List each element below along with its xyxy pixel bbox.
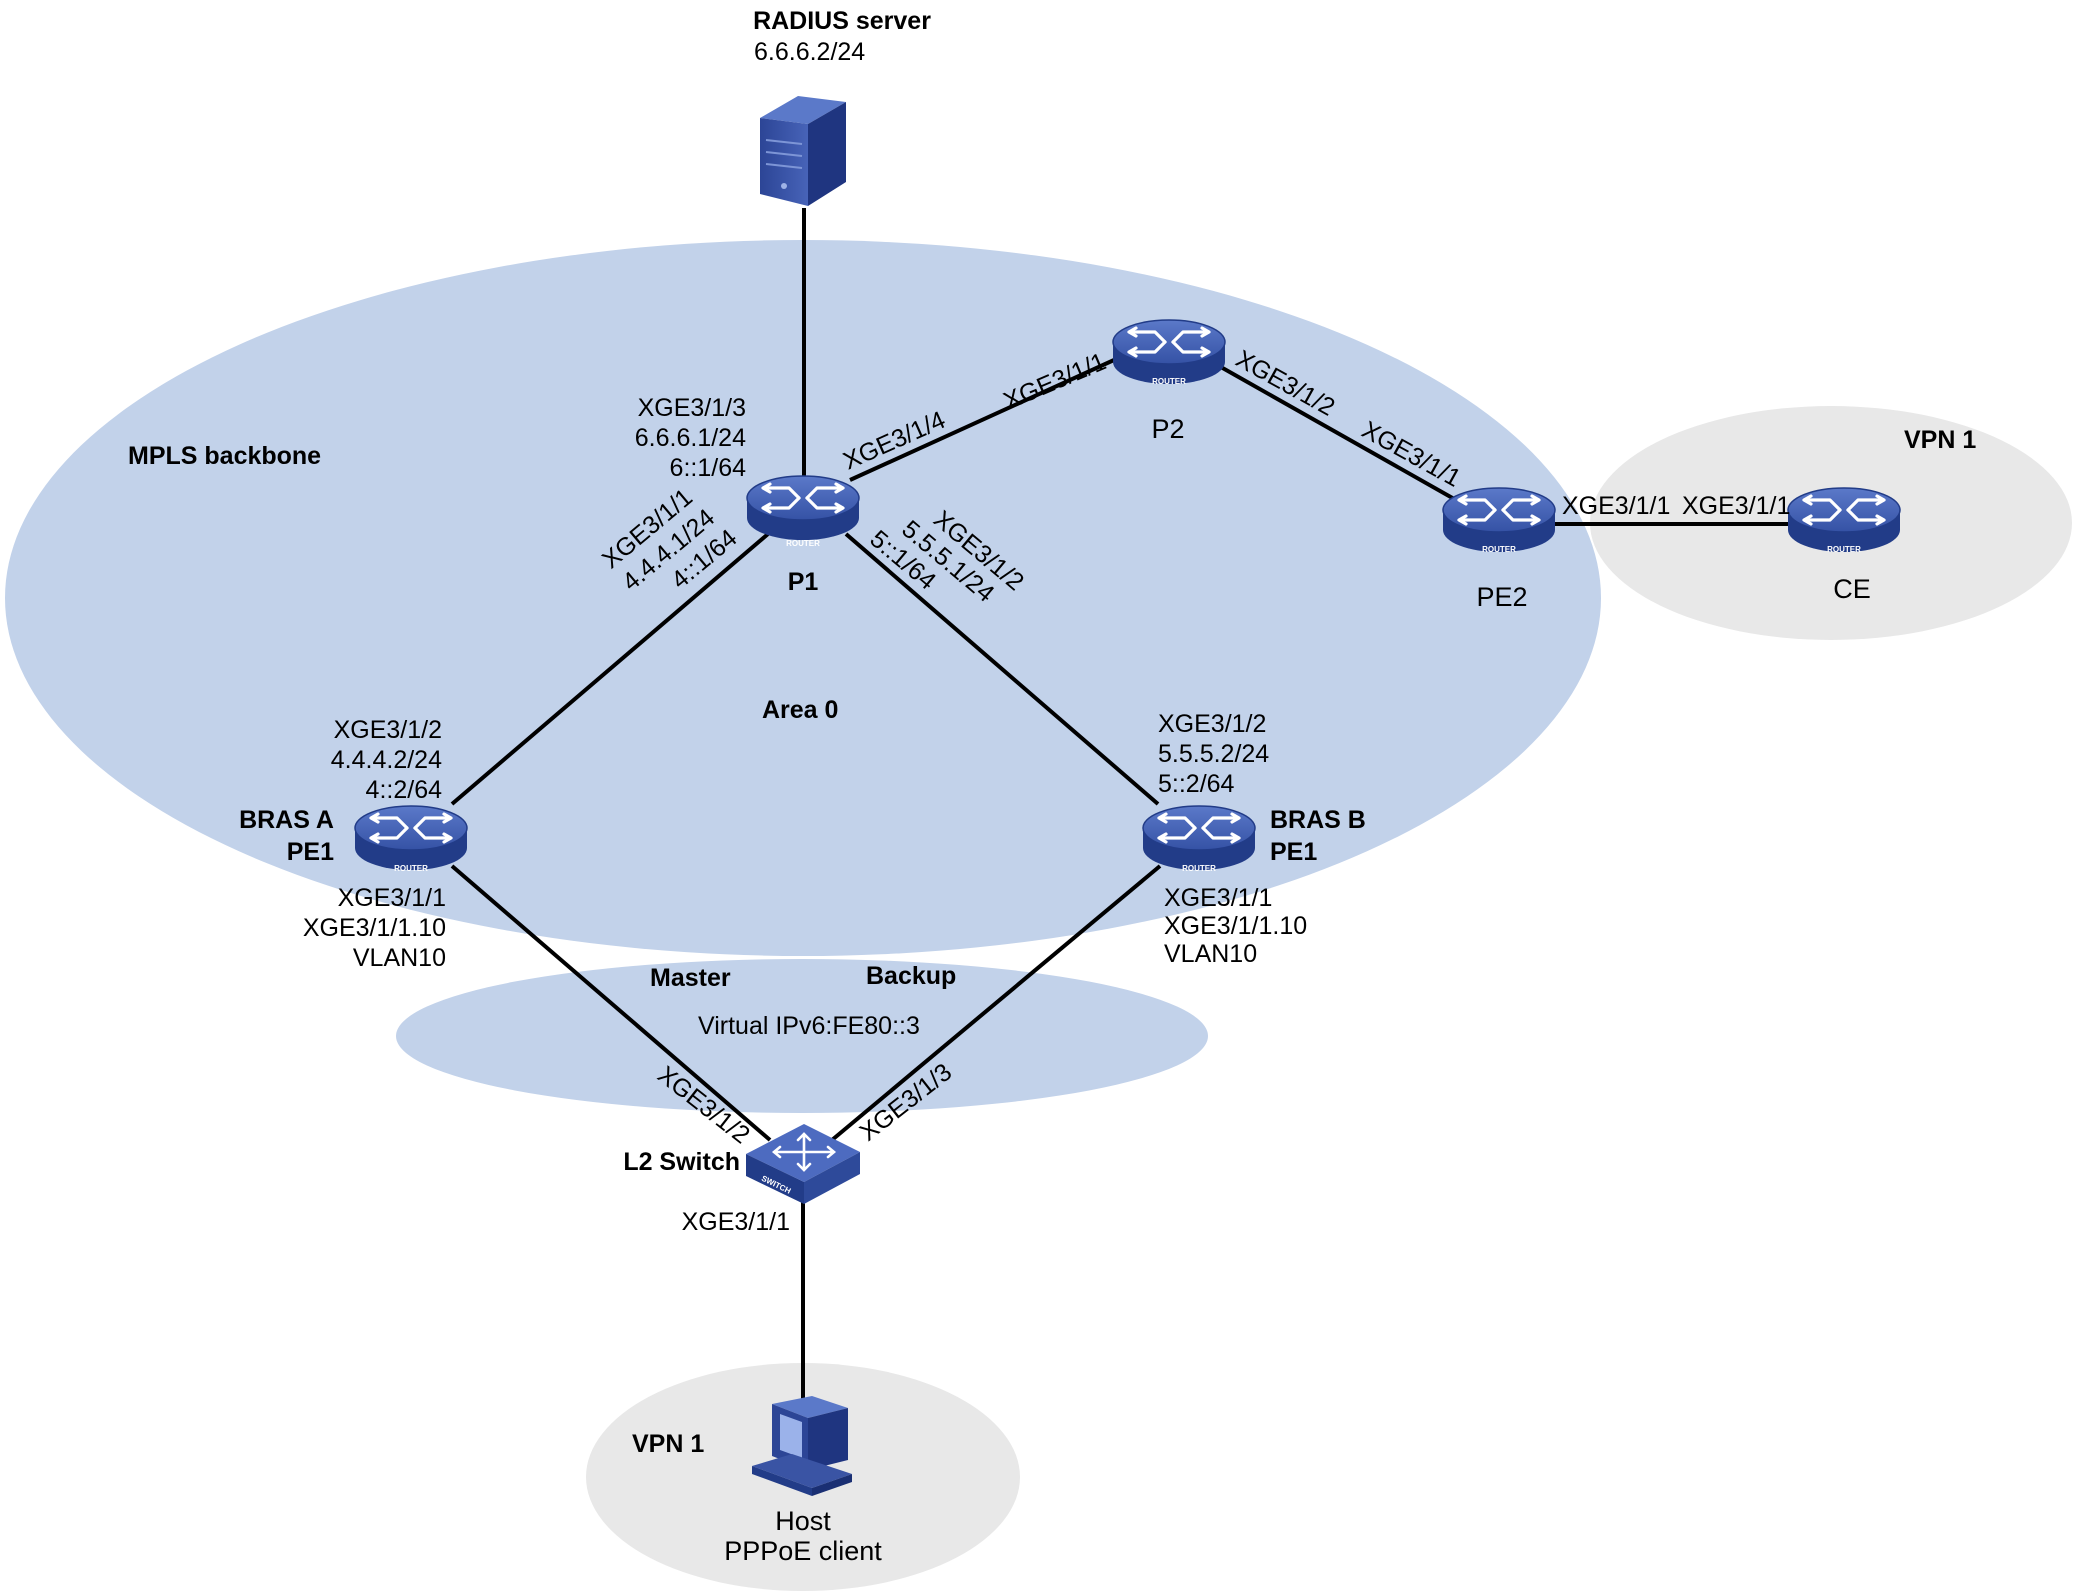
- server-icon: [760, 96, 846, 206]
- host-pc[interactable]: Host PPPoE client: [724, 1396, 882, 1566]
- p1-up-ipv4: 6.6.6.1/24: [635, 424, 746, 452]
- router-icon: [1141, 804, 1257, 872]
- mpls-backbone-label: MPLS backbone: [128, 442, 321, 470]
- pe2-right-if: XGE3/1/1: [1562, 492, 1670, 520]
- l2-switch-name: L2 Switch: [623, 1148, 740, 1176]
- bras-b-down-vlan: VLAN10: [1164, 940, 1257, 968]
- radius-server-name: RADIUS server: [753, 7, 931, 35]
- radius-server[interactable]: RADIUS server 6.6.6.2/24: [753, 7, 931, 206]
- router-badge: ROUTER: [1482, 545, 1516, 554]
- link-p1-brasb: [844, 532, 1160, 806]
- p1-up-ipv6: 6::1/64: [670, 454, 747, 482]
- router-icon: [1441, 486, 1557, 554]
- bras-b-name: BRAS B: [1270, 806, 1366, 834]
- router-bras-a[interactable]: ROUTER BRAS A PE1: [239, 804, 469, 873]
- router-bras-b[interactable]: ROUTER BRAS B PE1: [1141, 804, 1366, 873]
- router-badge: ROUTER: [1152, 377, 1186, 386]
- router-ce-name: CE: [1833, 574, 1871, 604]
- link-p1-p2: [849, 358, 1115, 482]
- vpn-bottom-label: VPN 1: [632, 1430, 704, 1458]
- bras-a-up-if: XGE3/1/2: [334, 716, 442, 744]
- router-icon: [1786, 486, 1902, 554]
- l2-switch[interactable]: SWITCH L2 Switch: [623, 1124, 860, 1204]
- router-badge: ROUTER: [1182, 864, 1216, 873]
- router-icon: [1111, 318, 1227, 386]
- switch-down-if: XGE3/1/1: [682, 1208, 790, 1236]
- router-ce[interactable]: ROUTER CE: [1786, 486, 1902, 604]
- bras-a-up-ipv4: 4.4.4.2/24: [331, 746, 442, 774]
- router-badge: ROUTER: [394, 864, 428, 873]
- vpn-top-label: VPN 1: [1904, 426, 1976, 454]
- bras-a-name: BRAS A: [239, 806, 334, 834]
- bras-b-up-if: XGE3/1/2: [1158, 710, 1266, 738]
- bras-b-down-subif: XGE3/1/1.10: [1164, 912, 1307, 940]
- radius-server-ip: 6.6.6.2/24: [754, 38, 865, 66]
- bras-b-up-ipv6: 5::2/64: [1158, 770, 1235, 798]
- bras-a-down-vlan: VLAN10: [353, 944, 446, 972]
- vrrp-virtual-ip: Virtual IPv6:FE80::3: [698, 1012, 920, 1040]
- host-name: Host: [775, 1506, 831, 1536]
- router-badge: ROUTER: [1827, 545, 1861, 554]
- router-p2[interactable]: ROUTER P2: [1111, 318, 1227, 444]
- bras-a-up-ipv6: 4::2/64: [366, 776, 443, 804]
- link-p2-pe2: [1211, 360, 1457, 502]
- bras-a-down-subif: XGE3/1/1.10: [303, 914, 446, 942]
- bras-a-down-if: XGE3/1/1: [338, 884, 446, 912]
- area0-label: Area 0: [762, 696, 838, 724]
- host-role: PPPoE client: [724, 1536, 882, 1566]
- mpls-backbone-region: [5, 240, 1601, 956]
- pc-icon: [752, 1396, 852, 1496]
- ce-left-if: XGE3/1/1: [1682, 492, 1790, 520]
- router-icon: [353, 804, 469, 872]
- link-brasb-switch: [830, 864, 1162, 1142]
- bras-b-role: PE1: [1270, 838, 1317, 866]
- router-p2-name: P2: [1151, 414, 1184, 444]
- bras-b-up-ipv4: 5.5.5.2/24: [1158, 740, 1269, 768]
- router-icon: [745, 474, 861, 542]
- link-brasa-switch: [450, 864, 772, 1142]
- p1-up-if: XGE3/1/3: [638, 394, 746, 422]
- bras-a-role: PE1: [287, 838, 334, 866]
- router-badge: ROUTER: [786, 539, 820, 548]
- router-p1[interactable]: ROUTER P1: [745, 474, 861, 596]
- router-p1-name: P1: [788, 568, 819, 596]
- link-p1-brasa: [450, 532, 770, 806]
- bras-b-down-if: XGE3/1/1: [1164, 884, 1272, 912]
- vrrp-master-label: Master: [650, 964, 731, 992]
- router-pe2[interactable]: ROUTER PE2: [1441, 486, 1557, 612]
- router-pe2-name: PE2: [1476, 582, 1527, 612]
- vrrp-backup-label: Backup: [866, 962, 956, 990]
